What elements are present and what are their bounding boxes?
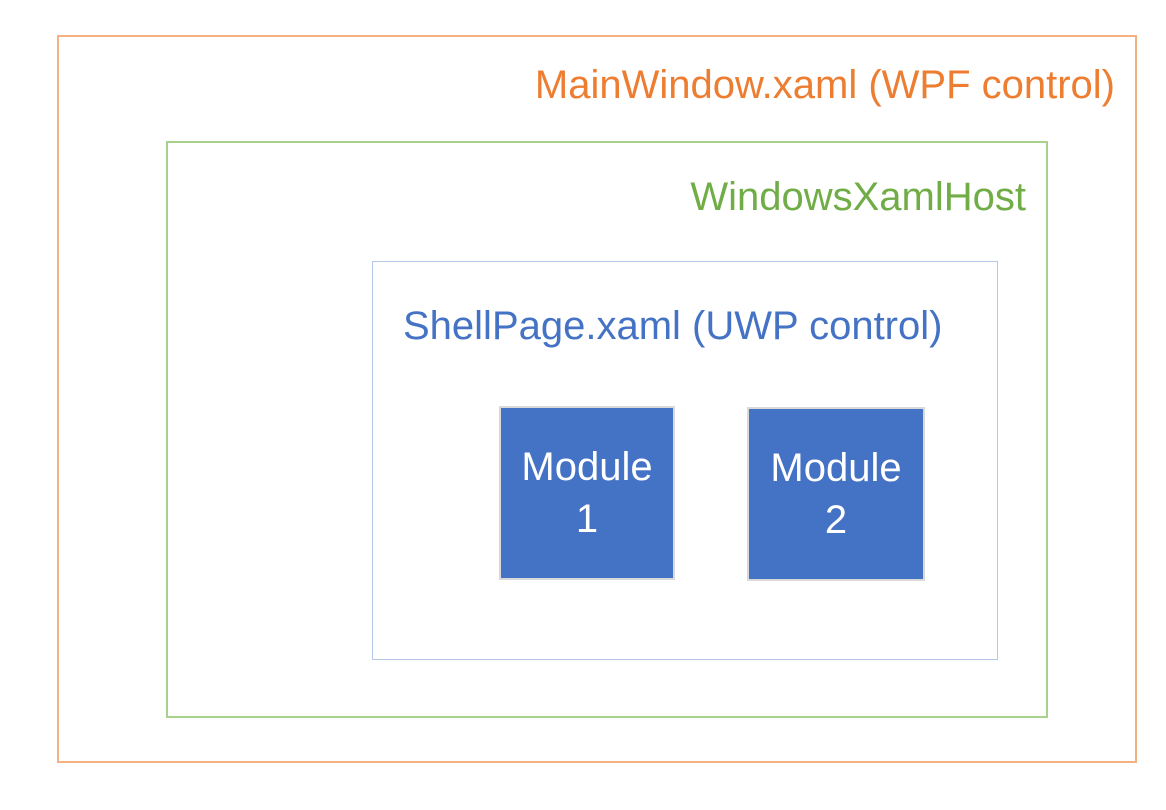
- shellpage-uwp-label: ShellPage.xaml (UWP control): [403, 304, 943, 348]
- module-2-label-line2: 2: [824, 498, 848, 542]
- mainwindow-wpf-label: MainWindow.xaml (WPF control): [534, 63, 1115, 107]
- windowsxamlhost-label: WindowsXamlHost: [690, 175, 1026, 219]
- module-1-box: Module 1: [499, 406, 675, 580]
- module-2-label-line1: Module: [770, 446, 902, 490]
- module-2-box: Module 2: [747, 407, 925, 581]
- module-1-label-line1: Module: [521, 445, 653, 489]
- module-1-label-line2: 1: [575, 497, 599, 541]
- shellpage-uwp-rect: ShellPage.xaml (UWP control) Module 1 Mo…: [372, 261, 998, 660]
- windowsxamlhost-rect: WindowsXamlHost ShellPage.xaml (UWP cont…: [166, 141, 1048, 718]
- mainwindow-wpf-rect: MainWindow.xaml (WPF control) WindowsXam…: [57, 35, 1137, 763]
